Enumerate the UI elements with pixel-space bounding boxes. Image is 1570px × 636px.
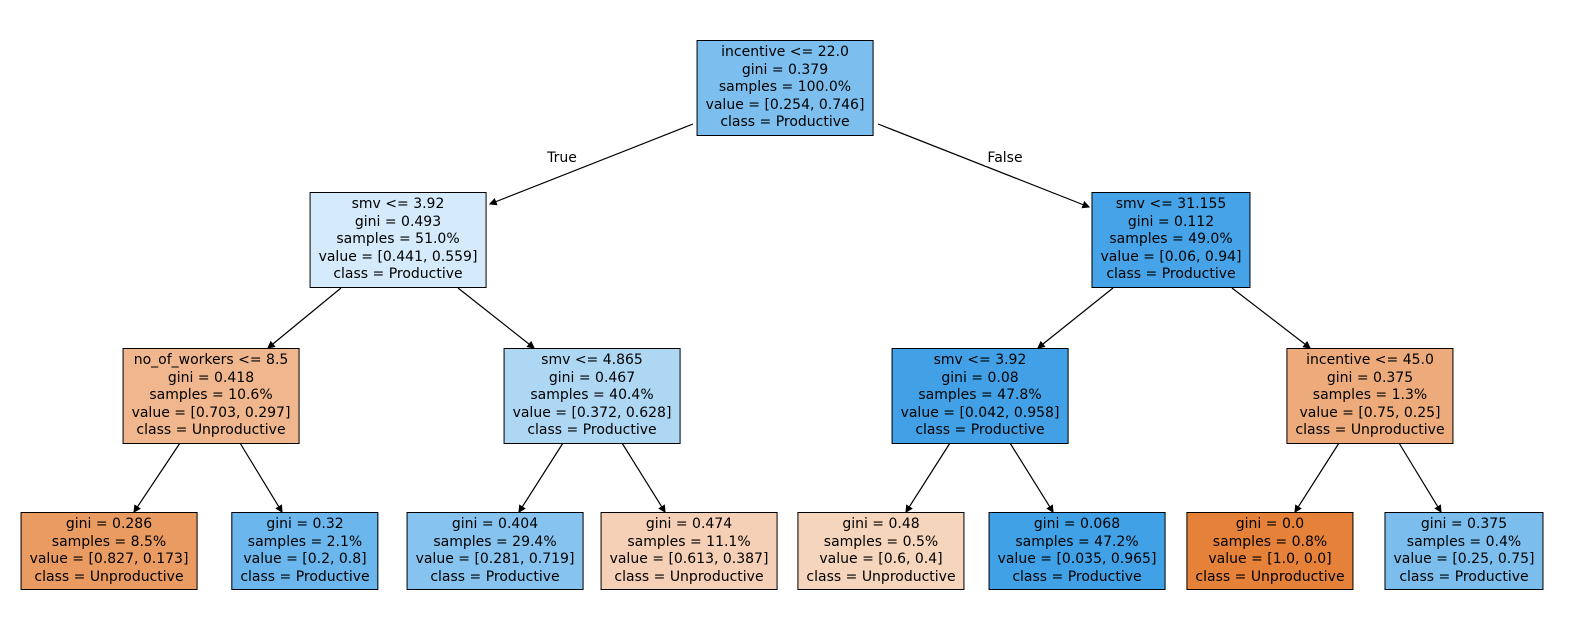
samples-value: samples = 47.2% (1015, 533, 1139, 550)
gini-value: gini = 0.32 (266, 516, 344, 532)
samples-value: samples = 29.4% (433, 533, 557, 550)
gini-value: gini = 0.404 (451, 516, 539, 532)
edge-root-false (877, 123, 1091, 209)
class-label: class = Unproductive (136, 422, 286, 439)
gini-value: gini = 0.0 (1235, 516, 1305, 532)
leaf-node-14: gini = 0.375 samples = 0.4% value = [0.2… (1384, 512, 1544, 591)
samples-value: samples = 47.8% (918, 387, 1042, 404)
edge-12-14 (1398, 442, 1442, 513)
class-label: class = Productive (527, 422, 657, 439)
leaf-node-6: gini = 0.404 samples = 29.4% value = [0.… (406, 512, 584, 591)
class-label: class = Unproductive (1295, 422, 1445, 439)
class-label: class = Unproductive (806, 568, 956, 585)
class-label: class = Unproductive (614, 568, 764, 585)
samples-value: samples = 8.5% (51, 533, 167, 550)
edge-label-true: True (545, 150, 579, 166)
gini-value: gini = 0.48 (842, 516, 920, 532)
root-split-node: incentive <= 22.0 gini = 0.379 samples =… (696, 40, 874, 136)
samples-value: samples = 0.8% (1212, 533, 1328, 550)
class-label: class = Productive (1399, 568, 1529, 585)
split-node-1: smv <= 3.92 gini = 0.493 samples = 51.0%… (309, 192, 487, 288)
split-condition: smv <= 31.155 (1115, 196, 1227, 212)
gini-value: gini = 0.08 (941, 369, 1019, 386)
value-distribution: value = [0.06, 0.94] (1100, 248, 1242, 265)
samples-value: samples = 1.3% (1312, 387, 1428, 404)
gini-value: gini = 0.474 (645, 516, 733, 532)
edge-9-11 (1009, 442, 1054, 513)
split-condition: incentive <= 22.0 (721, 44, 849, 60)
split-node-2: no_of_workers <= 8.5 gini = 0.418 sample… (122, 348, 300, 444)
class-label: class = Productive (430, 568, 560, 585)
class-label: class = Productive (1106, 266, 1236, 283)
edge-8-12 (1231, 287, 1311, 349)
edge-1-2 (267, 287, 342, 349)
value-distribution: value = [0.6, 0.4] (819, 551, 943, 568)
gini-value: gini = 0.418 (167, 369, 255, 386)
samples-value: samples = 2.1% (247, 533, 363, 550)
edge-1-5 (457, 287, 535, 349)
edge-2-3 (133, 442, 181, 513)
edge-12-13 (1294, 442, 1340, 513)
gini-value: gini = 0.286 (65, 516, 153, 532)
samples-value: samples = 40.4% (530, 387, 654, 404)
split-condition: smv <= 3.92 (933, 352, 1027, 368)
samples-value: samples = 51.0% (336, 231, 460, 248)
edge-5-7 (621, 442, 666, 513)
gini-value: gini = 0.375 (1420, 516, 1508, 532)
value-distribution: value = [0.827, 0.173] (29, 551, 189, 568)
value-distribution: value = [0.25, 0.75] (1393, 551, 1535, 568)
split-condition: no_of_workers <= 8.5 (133, 352, 289, 368)
class-label: class = Productive (240, 568, 370, 585)
split-condition: smv <= 3.92 (351, 196, 445, 212)
gini-value: gini = 0.112 (1127, 213, 1215, 230)
samples-value: samples = 49.0% (1109, 231, 1233, 248)
leaf-node-10: gini = 0.48 samples = 0.5% value = [0.6,… (797, 512, 965, 591)
value-distribution: value = [0.042, 0.958] (900, 404, 1060, 421)
split-node-5: smv <= 4.865 gini = 0.467 samples = 40.4… (503, 348, 681, 444)
leaf-node-11: gini = 0.068 samples = 47.2% value = [0.… (988, 512, 1166, 591)
edge-root-true (488, 123, 694, 206)
split-condition: smv <= 4.865 (541, 352, 643, 368)
class-label: class = Productive (915, 422, 1045, 439)
gini-value: gini = 0.068 (1033, 516, 1121, 532)
leaf-node-3: gini = 0.286 samples = 8.5% value = [0.8… (20, 512, 198, 591)
samples-value: samples = 0.5% (823, 533, 939, 550)
split-node-12: incentive <= 45.0 gini = 0.375 samples =… (1286, 348, 1454, 444)
edge-5-6 (518, 442, 564, 513)
class-label: class = Productive (720, 114, 850, 131)
leaf-node-4: gini = 0.32 samples = 2.1% value = [0.2,… (231, 512, 379, 591)
value-distribution: value = [0.254, 0.746] (705, 96, 865, 113)
samples-value: samples = 11.1% (627, 533, 751, 550)
leaf-node-13: gini = 0.0 samples = 0.8% value = [1.0, … (1186, 512, 1354, 591)
value-distribution: value = [0.2, 0.8] (243, 551, 367, 568)
class-label: class = Productive (1012, 568, 1142, 585)
value-distribution: value = [0.75, 0.25] (1299, 404, 1441, 421)
value-distribution: value = [0.613, 0.387] (609, 551, 769, 568)
class-label: class = Productive (333, 266, 463, 283)
gini-value: gini = 0.379 (741, 61, 829, 78)
samples-value: samples = 10.6% (149, 387, 273, 404)
class-label: class = Unproductive (34, 568, 184, 585)
samples-value: samples = 100.0% (718, 79, 852, 96)
samples-value: samples = 0.4% (1406, 533, 1522, 550)
value-distribution: value = [0.281, 0.719] (415, 551, 575, 568)
split-condition: incentive <= 45.0 (1306, 352, 1434, 368)
edge-2-4 (239, 442, 283, 513)
value-distribution: value = [0.441, 0.559] (318, 248, 478, 265)
edge-8-9 (1037, 287, 1114, 349)
value-distribution: value = [0.035, 0.965] (997, 551, 1157, 568)
value-distribution: value = [0.703, 0.297] (131, 404, 291, 421)
class-label: class = Unproductive (1195, 568, 1345, 585)
gini-value: gini = 0.467 (548, 369, 636, 386)
split-node-8: smv <= 31.155 gini = 0.112 samples = 49.… (1091, 192, 1251, 288)
edge-9-10 (905, 442, 951, 513)
leaf-node-7: gini = 0.474 samples = 11.1% value = [0.… (600, 512, 778, 591)
value-distribution: value = [0.372, 0.628] (512, 404, 672, 421)
split-node-9: smv <= 3.92 gini = 0.08 samples = 47.8% … (891, 348, 1069, 444)
gini-value: gini = 0.493 (354, 213, 442, 230)
value-distribution: value = [1.0, 0.0] (1208, 551, 1332, 568)
edge-label-false: False (985, 150, 1025, 166)
gini-value: gini = 0.375 (1326, 369, 1414, 386)
